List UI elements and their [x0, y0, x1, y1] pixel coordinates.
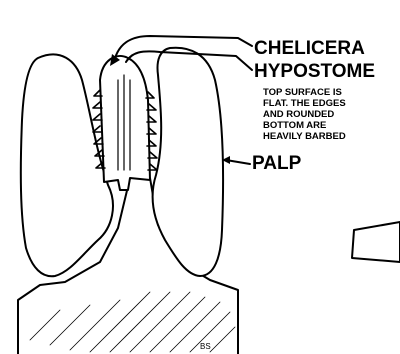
hypostome-label: HYPOSTOME — [254, 61, 375, 83]
hypostome-note: TOP SURFACE IS FLAT. THE EDGES AND ROUND… — [263, 87, 346, 142]
note-line: TOP SURFACE IS — [263, 87, 346, 98]
hypostome — [100, 56, 150, 190]
note-line: FLAT. THE EDGES — [263, 98, 346, 109]
instrument-fragment — [352, 222, 400, 262]
note-line: BOTTOM ARE — [263, 120, 346, 131]
chelicera-label: CHELICERA — [254, 38, 365, 60]
artist-signature: BS — [200, 342, 211, 351]
note-line: AND ROUNDED — [263, 109, 346, 120]
palp-label: PALP — [252, 153, 301, 175]
note-line: HEAVILY BARBED — [263, 131, 346, 142]
